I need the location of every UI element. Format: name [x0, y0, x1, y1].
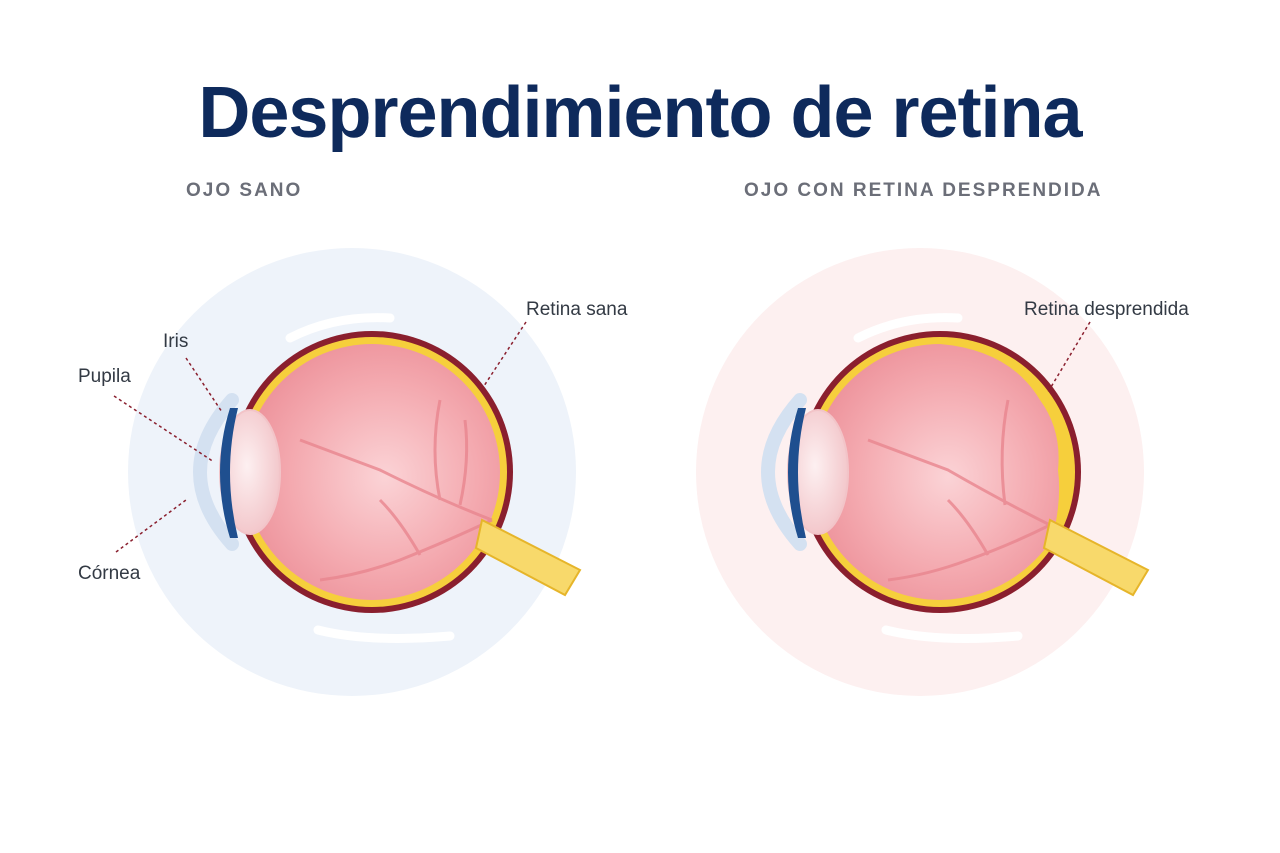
heading-healthy-eye: OJO SANO	[186, 180, 303, 201]
label-pupila: Pupila	[78, 366, 131, 387]
label-cornea: Córnea	[78, 563, 141, 584]
heading-detached-eye: OJO CON RETINA DESPRENDIDA	[744, 180, 1103, 201]
iris-shape	[220, 408, 238, 538]
cornea-shape-2	[761, 393, 807, 551]
upper-eyelid	[285, 313, 395, 343]
label-retina-desprendida: Retina desprendida	[1024, 299, 1189, 320]
retina-desprendida-leader	[1047, 321, 1091, 393]
vitreous-2	[812, 344, 1060, 600]
lens-2	[787, 409, 849, 535]
page-title: Desprendimiento de retina	[198, 73, 1082, 153]
retina-sana-leader	[479, 321, 527, 393]
lower-eyelid	[313, 625, 455, 643]
optic-nerve	[474, 518, 582, 597]
optic-nerve-2	[1042, 518, 1150, 597]
upper-eyelid-2	[853, 313, 963, 343]
iris-leader	[185, 357, 223, 413]
label-iris: Iris	[163, 331, 188, 352]
blood-vessels	[299, 399, 493, 582]
detached-eye	[696, 248, 1150, 696]
cornea-shape	[193, 393, 239, 551]
pupila-leader	[113, 395, 215, 463]
lower-eyelid-2	[881, 625, 1023, 643]
vitreous	[244, 344, 500, 600]
cornea-leader	[115, 499, 187, 553]
lens	[219, 409, 281, 535]
healthy-eye	[128, 248, 582, 696]
iris-shape-2	[788, 408, 806, 538]
blood-vessels-2	[867, 399, 1051, 582]
label-retina-sana: Retina sana	[526, 299, 628, 320]
